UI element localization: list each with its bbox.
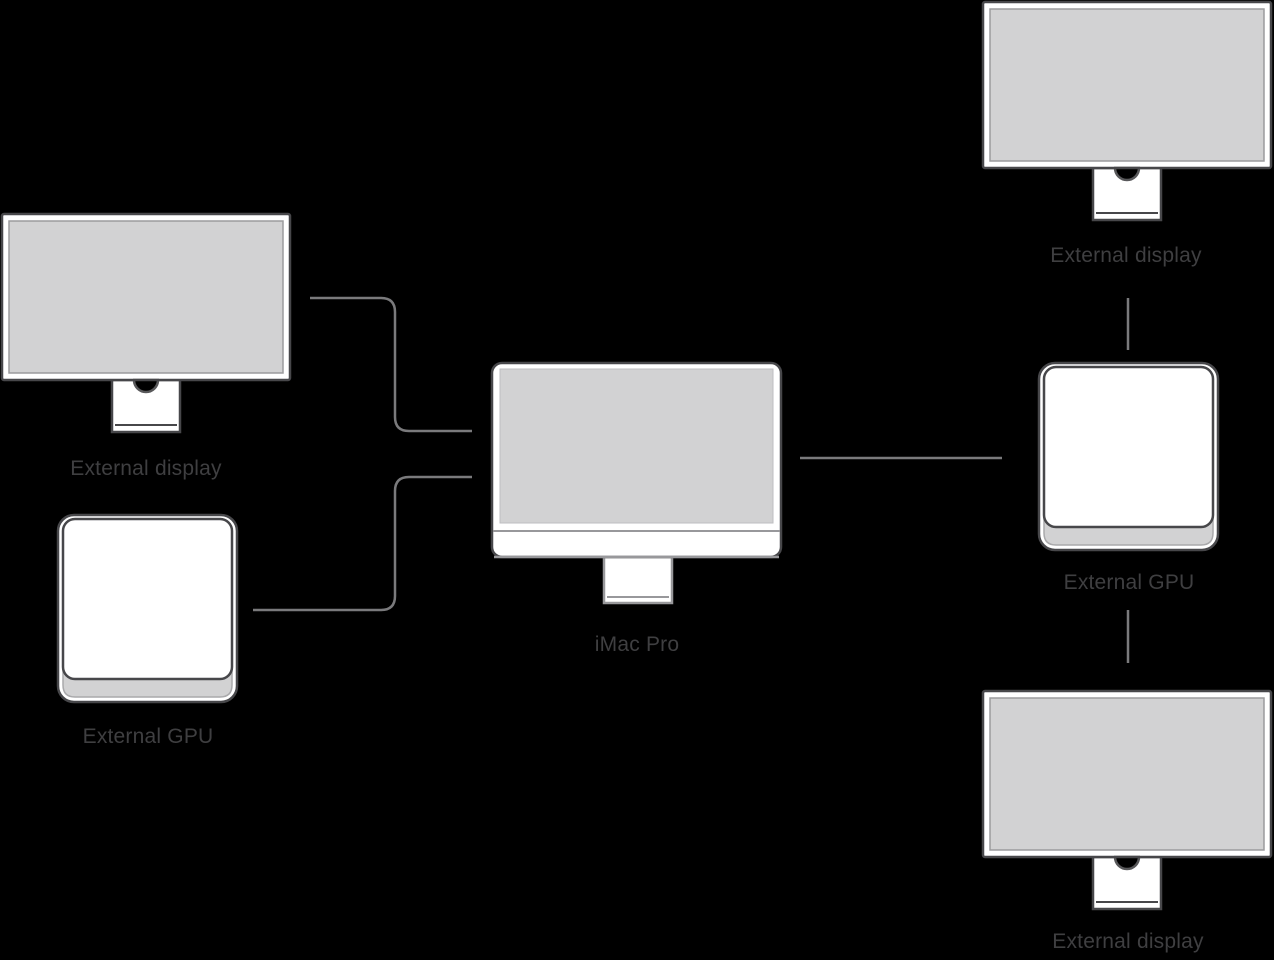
label-external-display-bottom-right: External display (1052, 930, 1204, 953)
label-external-display-left: External display (70, 457, 222, 480)
external-display-top-right-illustration (981, 0, 1273, 222)
connector-lines (253, 296, 1130, 663)
external-display-left-illustration (0, 212, 292, 434)
label-external-gpu-left: External GPU (82, 725, 214, 748)
label-external-gpu-right: External GPU (1063, 571, 1195, 594)
connector-display-left-to-imac (310, 296, 472, 433)
external-display-bottom-right-illustration (981, 689, 1273, 911)
label-imac-pro: iMac Pro (594, 633, 680, 656)
imac-pro-illustration (490, 361, 783, 605)
external-gpu-left-illustration (56, 513, 239, 704)
external-gpu-right-illustration (1037, 361, 1220, 552)
connector-gpu-left-to-imac (253, 475, 472, 612)
label-external-display-top-right: External display (1050, 244, 1202, 267)
